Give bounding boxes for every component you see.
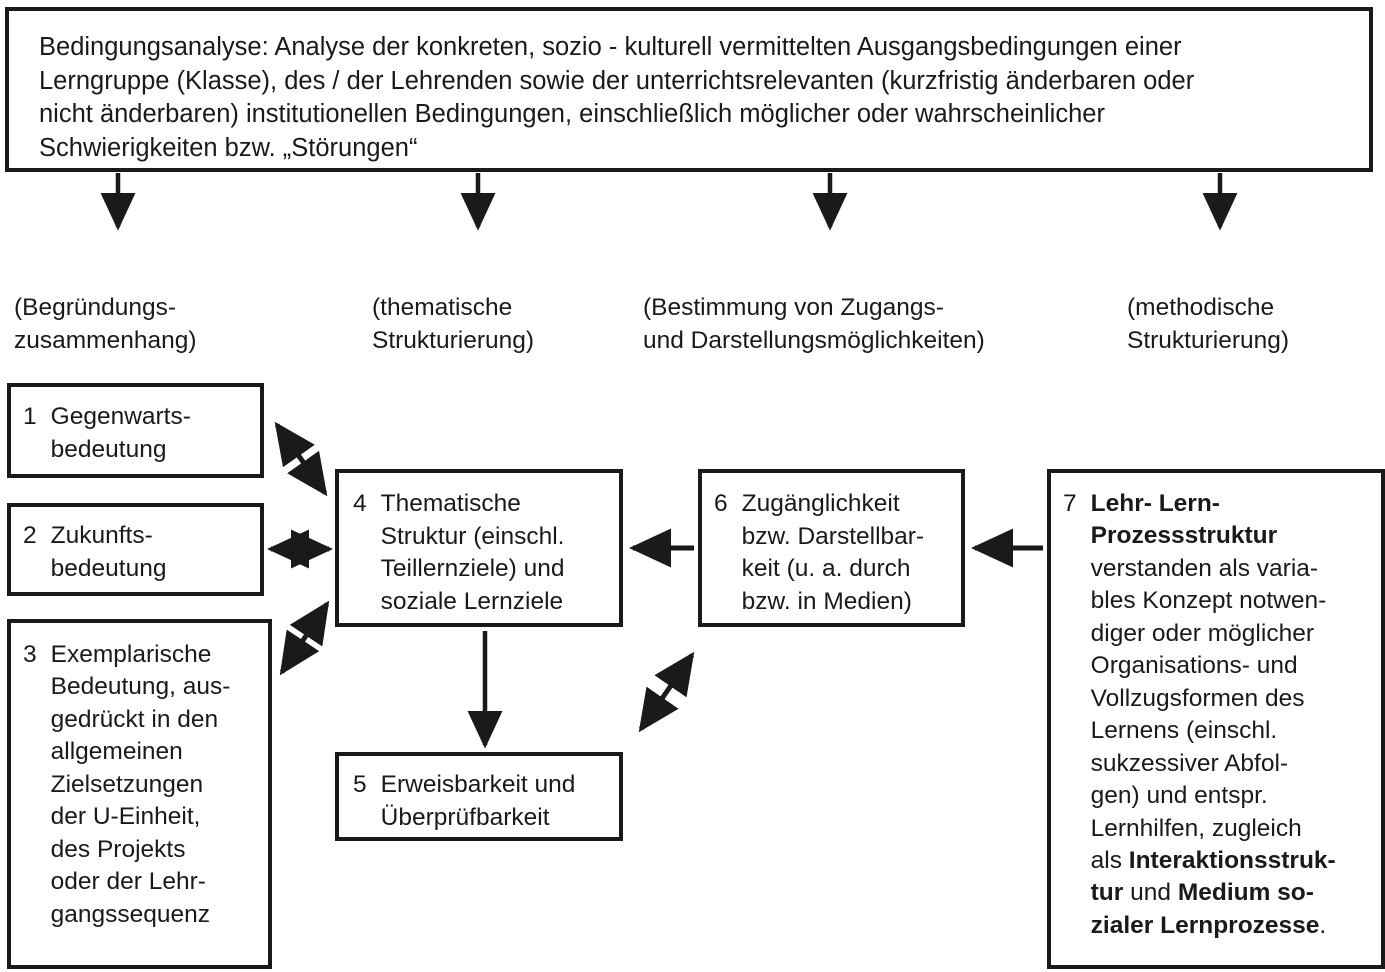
arrow-box3-box4 bbox=[279, 600, 330, 676]
arrow-box1-box4 bbox=[274, 421, 328, 497]
arrow-box5-box6 bbox=[638, 651, 695, 733]
box-7-body-3: . bbox=[1319, 911, 1327, 939]
box-2-zukunftsbedeutung: 2 Zukunfts- bedeutung bbox=[7, 503, 264, 596]
caption-thematische-strukturierung: (thematische Strukturierung) bbox=[372, 294, 535, 354]
box-7-bold-lead: Lehr- Lern- Prozessstruktur bbox=[1090, 490, 1278, 550]
caption-zugangs-darstellungsmoeglichkeiten: (Bestimmung von Zugangs- und Darstellung… bbox=[643, 294, 985, 354]
bedingungsanalyse-banner: Bedingungsanalyse: Analyse der konkreten… bbox=[5, 7, 1373, 172]
box-6-number: 6 bbox=[714, 490, 728, 517]
box-3-number: 3 bbox=[23, 641, 37, 668]
box-7-body-1: verstanden als varia- bles Konzept notwe… bbox=[1090, 554, 1327, 874]
box-7-bold-interaktionsstruktur: Interaktionsstruk- tur bbox=[1090, 846, 1336, 907]
box-5-erweisbarkeit: 5 Erweisbarkeit und Überprüfbarkeit bbox=[335, 752, 623, 841]
caption-begruendungszusammenhang: (Begründungs- zusammenhang) bbox=[14, 294, 197, 354]
box-7-text: Lehr- Lern- Prozessstruktur verstanden a… bbox=[1091, 488, 1377, 942]
box-5-text: Erweisbarkeit und Überprüfbarkeit bbox=[380, 771, 576, 831]
box-4-thematische-struktur: 4 Thematische Struktur (einschl. Teiller… bbox=[335, 469, 623, 627]
box-5-number: 5 bbox=[353, 771, 367, 798]
caption-methodische-strukturierung: (methodische Strukturierung) bbox=[1127, 294, 1290, 354]
box-6-zugaenglichkeit: 6 Zugänglichkeit bzw. Darstellbar- keit … bbox=[698, 469, 965, 627]
box-7-number: 7 bbox=[1063, 490, 1077, 517]
box-7-bold-medium: Medium so- zialer Lernprozesse bbox=[1090, 879, 1320, 939]
box-1-gegenwartsbedeutung: 1 Gegenwarts- bedeutung bbox=[7, 383, 264, 478]
box-1-text: Gegenwarts- bedeutung bbox=[50, 403, 191, 463]
box-4-text: Thematische Struktur (einschl. Teillernz… bbox=[380, 490, 565, 615]
box-1-number: 1 bbox=[23, 403, 37, 430]
box-3-text: Exemplarische Bedeutung, aus- gedrückt i… bbox=[50, 641, 231, 928]
box-3-exemplarische-bedeutung: 3 Exemplarische Bedeutung, aus- gedrückt… bbox=[7, 619, 272, 969]
box-6-text: Zugänglichkeit bzw. Darstellbar- keit (u… bbox=[741, 490, 925, 615]
box-7-lehr-lern-prozessstruktur: 7 Lehr- Lern- Prozessstruktur verstanden… bbox=[1047, 469, 1385, 969]
box-4-number: 4 bbox=[353, 490, 367, 517]
box-2-text: Zukunfts- bedeutung bbox=[50, 522, 167, 582]
banner-text: Bedingungsanalyse: Analyse der konkreten… bbox=[39, 33, 1195, 162]
box-2-number: 2 bbox=[23, 522, 37, 549]
box-7-body-2: und bbox=[1123, 879, 1178, 907]
